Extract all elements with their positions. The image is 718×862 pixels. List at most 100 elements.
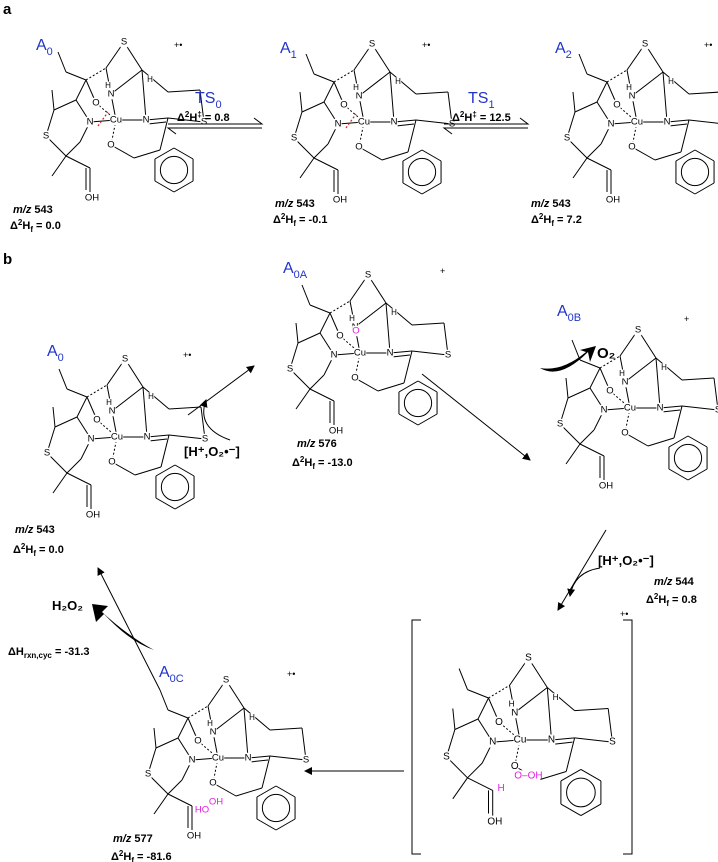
bond-line: [680, 119, 690, 153]
bond-line: [261, 755, 271, 789]
atom-label-background: [87, 433, 95, 445]
bond-line: [142, 386, 148, 438]
bond-line: [301, 727, 307, 761]
bond-line: [148, 438, 168, 442]
bond-line: [54, 416, 78, 428]
bond-line: [333, 69, 355, 83]
atom-label-n: N: [511, 707, 518, 718]
mz-label-b-a0: m/z 543: [15, 524, 55, 536]
bond-line: [160, 434, 170, 468]
bond-line: [443, 322, 449, 356]
atom-label-background: [353, 347, 367, 359]
dhf-label-b-a0b: Δ2Hf = 0.8: [646, 592, 697, 608]
bond-line: [65, 141, 81, 157]
bond-line: [65, 155, 91, 169]
atom-label-background: [364, 269, 372, 281]
bond-line: [579, 443, 605, 457]
bond-line: [578, 53, 588, 75]
bond-line: [407, 119, 417, 153]
bond-line: [560, 768, 582, 782]
atom-label-n: N: [548, 735, 555, 746]
bond-line: [301, 101, 325, 113]
atom-label-background: [394, 77, 402, 87]
atom-label-background: [607, 118, 615, 130]
bond-line: [167, 779, 183, 795]
bond-line: [167, 89, 201, 93]
atom-label-background: [641, 38, 649, 50]
atom-label-s: S: [642, 39, 648, 50]
atom-label-background: [107, 88, 115, 100]
benzene-ring: [566, 777, 596, 808]
atom-label-s: S: [43, 131, 49, 142]
bond-line: [411, 350, 449, 356]
bond-line: [668, 468, 689, 481]
atom-label-background: [110, 431, 124, 443]
atom-label-background: [351, 372, 359, 384]
bond-line: [256, 785, 277, 798]
equilibrium-backward-ts1: [442, 127, 528, 135]
bond-line: [295, 388, 311, 410]
bond-line: [275, 818, 296, 831]
bond-line: [393, 119, 417, 123]
bond-line: [579, 429, 595, 445]
bond-line: [606, 69, 628, 83]
bond-line: [415, 91, 449, 95]
bond-line: [398, 380, 419, 393]
bond-line: [154, 180, 175, 193]
bond-line: [402, 149, 423, 162]
bond-line: [391, 354, 411, 358]
atom-label-background: [330, 349, 338, 361]
charge-b-a0: +•: [183, 350, 191, 360]
atom-label-cu: Cu: [514, 735, 527, 746]
charge-b-a0c: +•: [287, 669, 295, 679]
bond-line: [159, 689, 169, 711]
atom-label-oh: OH: [606, 195, 620, 206]
charge-a2: +•: [704, 40, 712, 50]
bond-line: [713, 377, 718, 411]
bond-line: [275, 785, 296, 798]
bond-line: [174, 497, 195, 510]
bond-line: [52, 472, 68, 494]
bond-line: [589, 367, 601, 389]
bond-line: [417, 380, 438, 393]
atom-label-o: O: [340, 100, 347, 111]
bond-line: [572, 157, 588, 179]
atom-label-background: [194, 735, 202, 747]
bond-line: [586, 143, 602, 159]
atom-label-o: O: [93, 415, 100, 426]
atom-label-s: S: [635, 325, 641, 336]
bond-line: [417, 413, 438, 426]
bond-line: [97, 111, 109, 127]
bond-line: [51, 89, 55, 111]
bond-line: [57, 51, 67, 73]
bond-line: [309, 374, 325, 390]
mz-label-a2: m/z 543: [531, 198, 571, 210]
bond-line: [249, 759, 269, 763]
atom-label-background: [634, 324, 642, 336]
atom-label-background: [606, 385, 614, 397]
atom-label-background: [600, 404, 608, 416]
bond-line: [477, 697, 489, 720]
bond-line: [624, 357, 657, 383]
bond-line: [269, 727, 303, 731]
bond-line: [666, 119, 690, 123]
bond-line: [398, 413, 419, 426]
bond-line: [134, 466, 162, 476]
dhf-label-b-a0: Δ2Hf = 0.0: [13, 542, 64, 558]
bond-line: [111, 461, 136, 476]
bond-line: [256, 818, 277, 831]
atom-label-s: S: [369, 39, 375, 50]
bond-line: [560, 803, 582, 817]
atom-label-s: S: [202, 434, 208, 445]
reagent-h-superoxide-2: [H⁺,O₂•⁻]: [598, 553, 654, 568]
benzene-ring: [160, 472, 190, 502]
bond-line: [319, 312, 331, 334]
bond-line: [323, 81, 335, 103]
atom-label-o: O: [606, 386, 613, 397]
mz-label-b-a0b: m/z 544: [654, 576, 695, 588]
bond-line: [358, 146, 383, 161]
bond-line: [574, 101, 598, 113]
